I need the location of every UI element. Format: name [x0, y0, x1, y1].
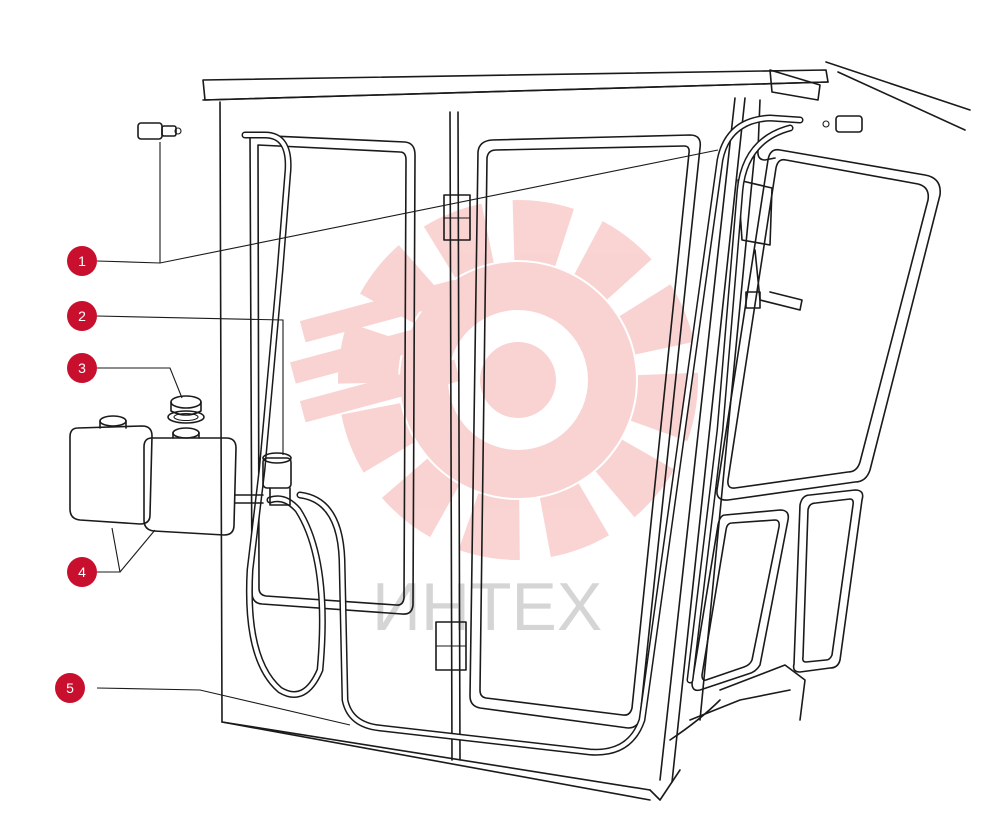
callout-3: 3: [67, 353, 97, 383]
door-window: [469, 134, 702, 729]
leader-lines: [96, 142, 719, 726]
washer-nozzle-part: [137, 122, 182, 140]
washer-reservoir-right: [143, 427, 237, 536]
callout-5: 5: [55, 673, 85, 703]
callout-1-label: 1: [78, 253, 86, 269]
cab-body: [219, 101, 681, 801]
washer-hose-left-loop: [241, 131, 326, 698]
callout-2-label: 2: [78, 308, 86, 324]
callout-1: 1: [67, 246, 97, 276]
callout-5-label: 5: [66, 680, 74, 696]
callout-2: 2: [67, 301, 97, 331]
watermark-gear-icon: [290, 200, 698, 560]
washer-pump: [234, 452, 292, 506]
lower-front-panels: [669, 489, 864, 741]
front-pillar: [659, 97, 756, 783]
washer-nozzle-installed: [822, 115, 863, 133]
door-hinges: [435, 194, 471, 671]
cab-roof: [202, 61, 971, 131]
callout-3-label: 3: [78, 360, 86, 376]
watermark-text: ИНТЕХ: [372, 569, 602, 645]
callout-4: 4: [67, 557, 97, 587]
callout-4-label: 4: [78, 564, 86, 580]
rear-window: [249, 134, 416, 615]
reservoir-cap: [167, 395, 205, 424]
washer-reservoir-left: [69, 415, 153, 525]
washer-hose-main: [296, 114, 804, 756]
front-windshield: [716, 148, 942, 501]
washer-hose-front: [686, 124, 794, 684]
